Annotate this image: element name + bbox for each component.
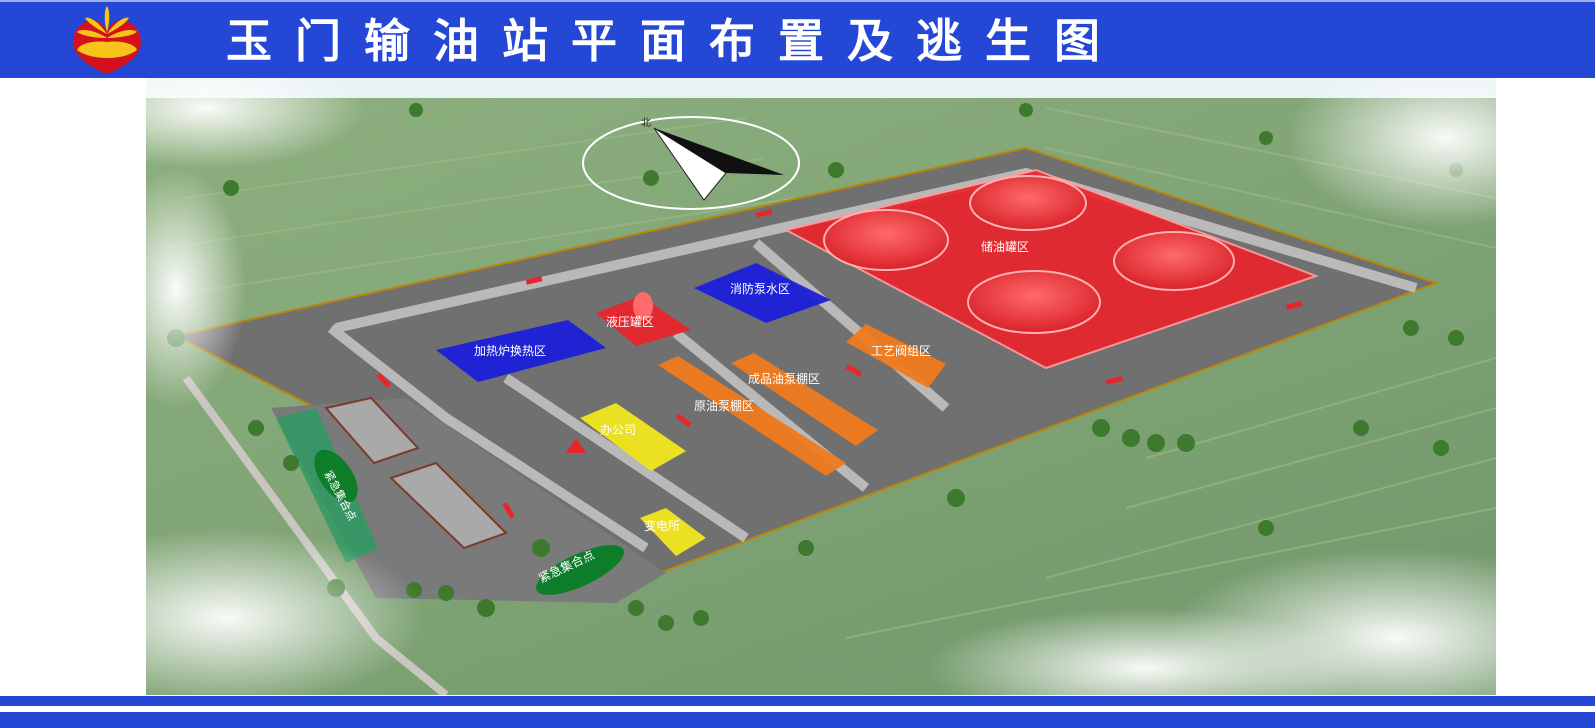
- hydraulic-tank: [633, 292, 653, 320]
- footer-band-bottom: [0, 712, 1595, 728]
- west-building-1: [324, 396, 420, 465]
- substation-building: [640, 508, 706, 556]
- evacuation-arrows: [376, 209, 1303, 519]
- product-pump-area: [731, 353, 878, 446]
- clouds: [146, 78, 1496, 695]
- fire-pump-area: [694, 263, 831, 323]
- west-building-2: [389, 461, 508, 550]
- office-building: [580, 403, 686, 471]
- footer-band-top: [0, 696, 1595, 706]
- zone-label-substation: 变电所: [644, 518, 680, 533]
- zone-label-crude-pump: 原油泵棚区: [694, 398, 754, 413]
- title-banner: 玉门输油站平面布置及逃生图: [0, 0, 1595, 78]
- assembly-point-west: [314, 449, 358, 503]
- zone-label-hydraulic-tank: 液压罐区: [606, 314, 654, 329]
- station-layout-map: 储油罐区 消防泵水区 液压罐区 加热炉换热区 工艺阀组区 成品油泵棚区 原油泵棚…: [146, 78, 1496, 695]
- zone-label-office: 办公司: [600, 422, 636, 437]
- zone-label-product-pump: 成品油泵棚区: [748, 371, 820, 386]
- north-compass: 北: [582, 116, 800, 210]
- assembly-point-south: [535, 545, 625, 595]
- process-valve-area: [846, 324, 946, 388]
- zone-label-storage-tanks: 储油罐区: [981, 239, 1029, 254]
- storage-tanks: [823, 175, 1235, 334]
- heater-exchange-area: [436, 320, 606, 382]
- zone-label-heater-exchange: 加热炉换热区: [474, 344, 546, 358]
- page-title: 玉门输油站平面布置及逃生图: [226, 14, 1123, 68]
- storage-tank-2: [969, 175, 1087, 231]
- storage-tank-3: [1113, 231, 1235, 291]
- petrochina-logo: [73, 6, 141, 74]
- zone-label-process-valve: 工艺阀组区: [871, 344, 931, 358]
- compass-needle-black: [654, 128, 784, 175]
- crude-pump-area: [658, 356, 846, 476]
- storage-tank-1: [823, 209, 949, 271]
- hydraulic-tank-area: [596, 296, 691, 346]
- compass-north-label: 北: [641, 117, 651, 129]
- storage-tank-4: [967, 270, 1101, 334]
- zone-label-fire-pump: 消防泵水区: [730, 281, 790, 296]
